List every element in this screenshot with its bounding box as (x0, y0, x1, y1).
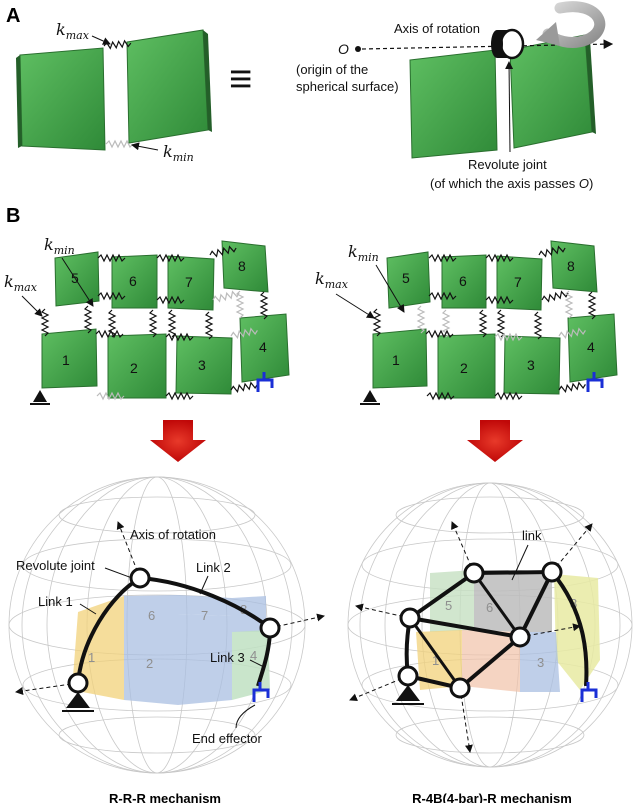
tile-label: 3 (537, 655, 544, 670)
link-pointer-right (511, 544, 529, 581)
tile-5 (386, 251, 431, 309)
tile-label: 5 (402, 270, 410, 286)
link1-label: Link 1 (38, 594, 73, 609)
revolute-joint-caption-line1: Revolute joint (468, 157, 547, 172)
revolute-joint-caption-line2: (of which the axis passes O) (430, 176, 593, 191)
tile-label: 2 (146, 656, 153, 671)
tile-label: 4 (259, 339, 267, 355)
green-block-side (16, 55, 22, 148)
green-block (126, 29, 209, 144)
green-block-side (585, 35, 596, 134)
revolute-joint-icon (491, 28, 525, 60)
tile-7 (167, 255, 215, 311)
end-effector-icon (256, 372, 274, 392)
tile-label: 6 (148, 608, 155, 623)
link2-pointer (199, 575, 209, 595)
green-block-side (203, 30, 212, 132)
end-effector-label: End effector (192, 731, 263, 746)
tile-label: 6 (459, 273, 467, 289)
svg-text:kmax: kmax (4, 272, 38, 294)
label-k-max-right: kmax (315, 269, 375, 319)
tile-label: 7 (185, 274, 193, 290)
green-block (19, 47, 106, 151)
tile-6 (441, 254, 487, 309)
tile-label: 4 (587, 339, 595, 355)
tile-label: 4 (250, 648, 257, 663)
origin-caption-line2: spherical surface) (296, 79, 399, 94)
tile-label: 2 (130, 360, 138, 376)
svg-text:kmin: kmin (348, 242, 379, 264)
end-effector-icon (586, 372, 604, 392)
link3-pointer (249, 659, 263, 667)
tile-grid-left: 5 6 7 8 1 2 3 4 (41, 240, 290, 400)
svg-text:kmin: kmin (44, 235, 75, 257)
down-arrow-icon (467, 420, 523, 462)
panel-a-left-blocks (16, 29, 212, 151)
origin-dot (355, 46, 361, 52)
tile-label: 2 (460, 360, 468, 376)
panel-b-label: B (6, 205, 20, 227)
svg-text:kmin: kmin (163, 142, 194, 164)
tile-label: 6 (129, 273, 137, 289)
tile-7 (496, 255, 543, 311)
axis-of-rotation-label-b: Axis of rotation (130, 527, 216, 542)
tile-label: 5 (445, 598, 452, 613)
patches-left: 1 2 6 7 8 4 (72, 595, 270, 705)
tile-grid-right: 5 6 7 8 1 2 3 4 (372, 240, 618, 400)
panel-a-label: A (6, 5, 20, 27)
origin-symbol: O (338, 41, 349, 57)
down-arrow-icon (150, 420, 206, 462)
label-k-min-left: kmin (44, 235, 94, 307)
tile-2 (437, 333, 496, 399)
green-block (409, 49, 498, 159)
tile-1 (41, 328, 98, 389)
origin-caption-line1: (origin of the (296, 62, 368, 77)
equivalence-symbol: ≡ (229, 57, 252, 101)
tile-6 (111, 254, 158, 309)
link3-label: Link 3 (210, 650, 245, 665)
svg-text:kmax: kmax (315, 269, 349, 291)
patches-right: 5 6 8 1 3 (416, 570, 600, 692)
tile-label: 3 (198, 357, 206, 373)
tile-label: 7 (514, 274, 522, 290)
linkage-left (15, 521, 325, 712)
revolute-joint-pointer-b (104, 567, 133, 579)
tile-label: 8 (567, 258, 575, 274)
link-label-right: link (522, 528, 542, 543)
label-k-min-a: kmin (131, 142, 194, 164)
tile-label: 3 (527, 357, 535, 373)
label-k-max-left: kmax (4, 272, 43, 317)
link2-label: Link 2 (196, 560, 231, 575)
label-k-max-a: kmax (56, 20, 111, 45)
mechanism-title-left: R-R-R mechanism (109, 791, 221, 803)
end-effector-pointer (235, 704, 256, 729)
tile-label: 1 (432, 653, 439, 668)
linkage-right (349, 521, 598, 753)
tile-2 (107, 333, 167, 399)
tile-5 (54, 251, 100, 307)
link1-pointer (79, 603, 97, 615)
tile-label: 1 (62, 352, 70, 368)
revolute-joint-label: Revolute joint (16, 558, 95, 573)
tile-label: 8 (238, 258, 246, 274)
rotation-arrow-icon (536, 1, 606, 48)
label-k-min-right: kmin (348, 242, 405, 313)
panel-a-right-blocks (409, 34, 596, 159)
tile-label: 1 (392, 352, 400, 368)
tile-3 (503, 335, 561, 395)
svg-text:kmax: kmax (56, 20, 90, 42)
ground-support-icon (30, 390, 50, 405)
tile-3 (175, 335, 233, 395)
tile-label: 7 (201, 608, 208, 623)
tile-8 (550, 240, 598, 293)
tile-label: 6 (486, 600, 493, 615)
tile-8 (221, 240, 269, 293)
tile-label: 1 (88, 650, 95, 665)
mechanism-title-right: R-4B(4-bar)-R mechanism (412, 791, 572, 803)
axis-of-rotation-label-a: Axis of rotation (394, 21, 480, 36)
revolute-joint-pointer (505, 61, 514, 153)
tile-1 (372, 328, 428, 389)
ground-support-icon (360, 390, 380, 405)
